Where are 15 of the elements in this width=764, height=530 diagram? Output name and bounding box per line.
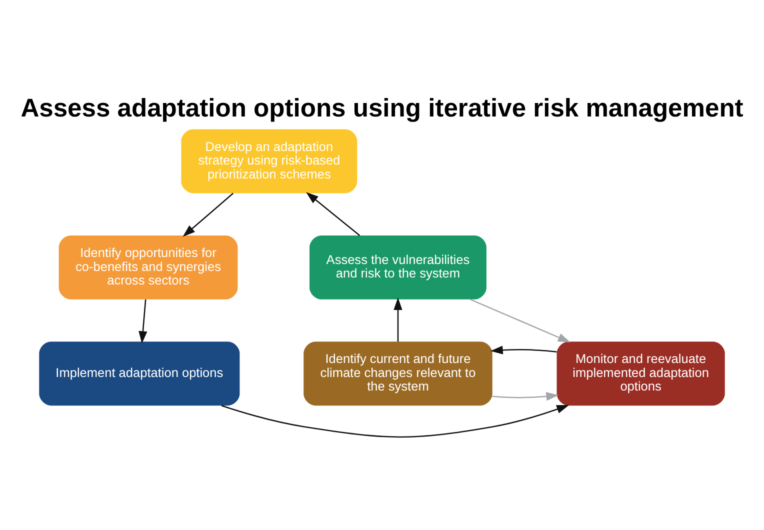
node-box: Identify current and future climate changes relevant to the system: [304, 342, 492, 406]
arrow: [182, 192, 234, 237]
arrow: [306, 192, 360, 236]
arrow: [470, 298, 570, 342]
arrow: [221, 404, 570, 438]
arrow: [490, 346, 557, 354]
arrow: [138, 299, 148, 344]
arrow: [492, 392, 559, 401]
diagram-title: Assess adaptation options using iterative risk management: [20, 94, 744, 122]
node-box: Assess the vulnerabilities and risk to the system: [310, 235, 486, 300]
node-box: Identify opportunities for co-benefits and synergies across sectors: [58, 235, 238, 300]
node-box: Implement adaptation options: [39, 342, 240, 406]
node-box: Monitor and reevaluate implemented adaptation options: [556, 342, 725, 406]
arrow: [394, 298, 402, 342]
node-box: Develop an adaptation strategy using risk-based prioritization schemes: [181, 129, 358, 194]
